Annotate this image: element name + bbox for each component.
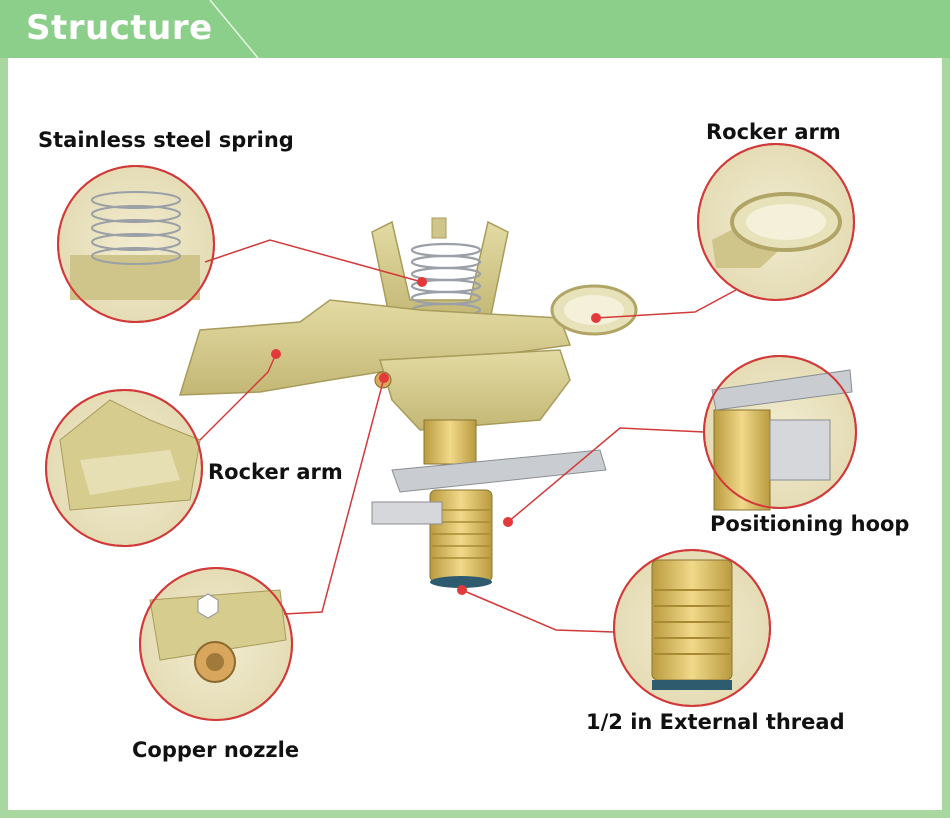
header-decoration (209, 0, 259, 58)
label-positioning-hoop: Positioning hoop (710, 512, 910, 536)
header-banner: Structure (0, 0, 950, 58)
zoom-nozzle (139, 567, 293, 721)
label-stainless-steel-spring: Stainless steel spring (38, 128, 294, 152)
page-title: Structure (26, 8, 213, 48)
leader-lines (199, 239, 737, 633)
label-rocker-arm-left: Rocker arm (208, 460, 343, 484)
label-rocker-arm-top: Rocker arm (706, 120, 841, 144)
sprinkler-body (178, 217, 638, 588)
zoom-rocker-left (45, 389, 203, 547)
label-external-thread: 1/2 in External thread (586, 710, 845, 734)
zoom-thread (613, 549, 771, 707)
zoom-spring (57, 165, 215, 323)
leader-dots (271, 277, 601, 595)
label-copper-nozzle: Copper nozzle (132, 738, 300, 762)
zoom-hoop (703, 355, 857, 511)
zoom-rocker-top (697, 143, 855, 301)
